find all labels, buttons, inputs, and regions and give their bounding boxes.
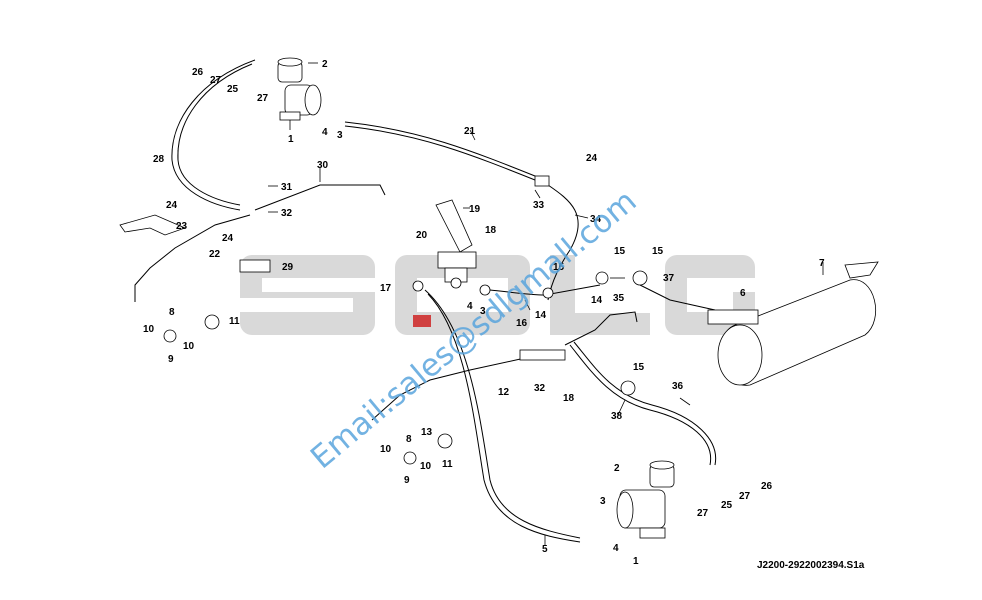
callout-8: 8 (406, 434, 412, 445)
pipe-22 (134, 214, 251, 302)
callout-2: 2 (614, 463, 620, 474)
callout-15: 15 (553, 262, 565, 273)
connector-3c (479, 284, 491, 296)
callout-4: 4 (613, 543, 619, 554)
callout-10: 10 (183, 341, 195, 352)
callout-27: 27 (739, 491, 751, 502)
callout-9: 9 (404, 475, 410, 486)
callout-12: 12 (498, 387, 510, 398)
callout-37: 37 (663, 273, 675, 284)
callout-15: 15 (633, 362, 645, 373)
pipe-21 (344, 121, 541, 179)
callout-11: 11 (442, 459, 453, 470)
callout-33: 33 (533, 200, 545, 211)
clip-33 (534, 175, 550, 187)
callout-7: 7 (819, 258, 825, 269)
callout-4: 4 (467, 301, 473, 312)
callout-2: 2 (322, 59, 328, 70)
callout-10: 10 (380, 444, 392, 455)
callout-1: 1 (633, 556, 639, 567)
callout-38: 38 (611, 411, 623, 422)
callout-4: 4 (322, 127, 328, 138)
pipe-12 (371, 357, 526, 421)
callout-22: 22 (209, 249, 221, 260)
callout-20: 20 (416, 230, 428, 241)
bracket-23 (119, 214, 187, 236)
callout-15: 15 (652, 246, 664, 257)
clamp-14b (542, 287, 554, 299)
callout-24: 24 (166, 200, 178, 211)
callout-11: 11 (229, 316, 240, 327)
pipes (134, 59, 717, 543)
pipe-36 (569, 344, 712, 466)
callout-9: 9 (168, 354, 174, 365)
nut-9b (403, 451, 417, 465)
nut-9a (163, 329, 177, 343)
clamp-37 (632, 270, 648, 286)
callout-24: 24 (586, 153, 598, 164)
callouts: 1 1 2 2 3 3 3 4 4 4 5 6 7 8 8 9 9 10 10 … (143, 59, 825, 567)
callout-36: 36 (672, 381, 684, 392)
callout-18: 18 (485, 225, 497, 236)
callout-16: 16 (516, 318, 528, 329)
callout-28: 28 (153, 154, 165, 165)
callout-25: 25 (227, 84, 239, 95)
callout-26: 26 (192, 67, 204, 78)
callout-14: 14 (591, 295, 603, 306)
brake-chamber-bottom (616, 460, 675, 539)
callout-30: 30 (317, 160, 329, 171)
pipe-34 (547, 184, 579, 301)
small-parts (119, 175, 648, 465)
brake-pedal-valve (435, 199, 477, 289)
callout-35: 35 (613, 293, 625, 304)
callout-27: 27 (257, 93, 269, 104)
callout-19: 19 (469, 204, 481, 215)
callout-3: 3 (337, 130, 343, 141)
callout-1: 1 (288, 134, 294, 145)
callout-29: 29 (282, 262, 294, 273)
callout-5: 5 (542, 544, 548, 555)
callout-13: 13 (421, 427, 433, 438)
bracket-29 (239, 259, 271, 273)
callout-3: 3 (600, 496, 606, 507)
callout-3: 3 (480, 306, 486, 317)
fitting-11b (437, 433, 453, 449)
pipe-30 (254, 184, 386, 211)
air-tank (707, 261, 879, 386)
callout-32: 32 (534, 383, 546, 394)
callout-18: 18 (563, 393, 575, 404)
pipe-5 (424, 289, 581, 539)
leader-lines (177, 62, 824, 545)
callout-26: 26 (761, 481, 773, 492)
connector-17 (412, 280, 424, 292)
pipe-37 (639, 284, 716, 311)
clamp-14a (595, 271, 609, 285)
pipe-28 (171, 59, 256, 211)
drawing-code: J2200-2922002394.S1a (757, 560, 865, 571)
brake-chamber-top (277, 57, 322, 121)
fitting-11a (204, 314, 220, 330)
callout-21: 21 (464, 126, 476, 137)
callout-34: 34 (590, 214, 602, 225)
pipe-35 (564, 311, 638, 346)
tee-32 (519, 349, 566, 361)
callout-27: 27 (697, 508, 709, 519)
callout-15: 15 (614, 246, 626, 257)
callout-10: 10 (143, 324, 155, 335)
clamp-38 (620, 380, 636, 396)
callout-6: 6 (740, 288, 746, 299)
callout-32: 32 (281, 208, 293, 219)
callout-17: 17 (380, 283, 392, 294)
callout-8: 8 (169, 307, 175, 318)
callout-25: 25 (721, 500, 733, 511)
callout-23: 23 (176, 221, 188, 232)
callout-24: 24 (222, 233, 234, 244)
brand-logo-watermark (240, 255, 755, 335)
callout-31: 31 (281, 182, 293, 193)
callout-10: 10 (420, 461, 432, 472)
callout-14: 14 (535, 310, 547, 321)
callout-27: 27 (210, 75, 222, 86)
